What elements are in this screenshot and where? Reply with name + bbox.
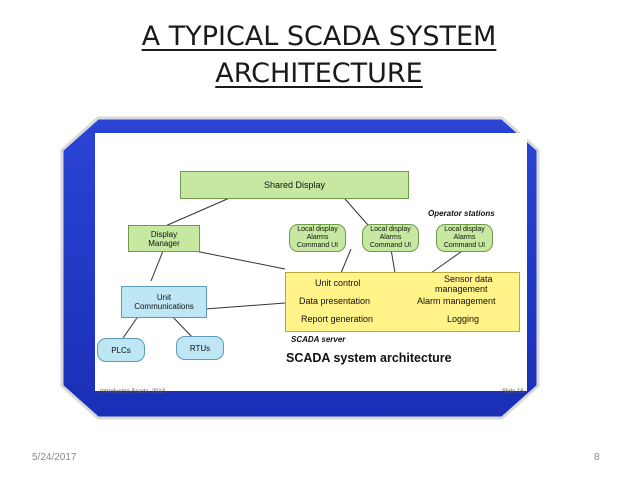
title-line-1: A TYPICAL SCADA SYSTEM [141, 21, 497, 52]
server-report-generation: Report generation [301, 314, 374, 324]
diagram-canvas: Shared Display Display Manager Operator … [95, 133, 527, 391]
unit-communications-line-2: Communications [134, 302, 194, 311]
server-sensor-data: Sensor data [444, 274, 493, 284]
unit-communications-line-1: Unit [156, 293, 172, 302]
server-management: management [435, 284, 488, 294]
operator-station-3: Local display Alarms Command UI [436, 224, 493, 252]
station-3-line-2: Alarms [453, 234, 476, 241]
station-2-line-2: Alarms [379, 234, 402, 241]
shared-display-label: Shared Display [263, 179, 326, 190]
unit-communications-box: Unit Communications [121, 286, 207, 318]
station-3-line-1: Local display [444, 226, 485, 233]
station-1-line-3: Command UI [296, 242, 339, 249]
operator-stations-label: Operator stations [428, 209, 495, 218]
server-data-presentation: Data presentation [299, 296, 371, 306]
server-logging: Logging [447, 314, 480, 324]
slide-number-inner: Slide 16 [502, 389, 524, 395]
operator-station-2: Local display Alarms Command UI [362, 224, 419, 252]
footer-date: 5/24/2017 [32, 452, 77, 463]
plcs-label: PLCs [111, 345, 131, 355]
display-manager-line-1: Display [150, 229, 178, 239]
operator-station-1: Local display Alarms Command UI [289, 224, 346, 252]
station-2-line-3: Command UI [369, 242, 412, 249]
server-unit-control: Unit control [315, 278, 361, 288]
server-alarm-management: Alarm management [417, 296, 496, 306]
scada-server-box [285, 272, 520, 332]
display-manager-box: Display Manager [128, 225, 200, 252]
station-3-line-3: Command UI [443, 242, 486, 249]
footer-page-number: 8 [594, 452, 600, 463]
station-1-line-2: Alarms [306, 234, 329, 241]
display-manager-line-2: Manager [148, 238, 180, 248]
station-1-line-1: Local display [297, 226, 338, 233]
station-2-line-1: Local display [370, 226, 411, 233]
plcs-box: PLCs [97, 338, 145, 362]
slide-title: A TYPICAL SCADA SYSTEM ARCHITECTURE [0, 18, 638, 92]
title-line-2: ARCHITECTURE [215, 58, 423, 89]
slide-credit: Introducing Scada, 2013 [100, 389, 166, 395]
rtus-box: RTUs [176, 336, 224, 360]
scada-server-label: SCADA server [291, 335, 346, 344]
diagram-caption: SCADA system architecture [286, 351, 452, 365]
shared-display-box: Shared Display [180, 171, 409, 199]
rtus-label: RTUs [189, 343, 211, 353]
